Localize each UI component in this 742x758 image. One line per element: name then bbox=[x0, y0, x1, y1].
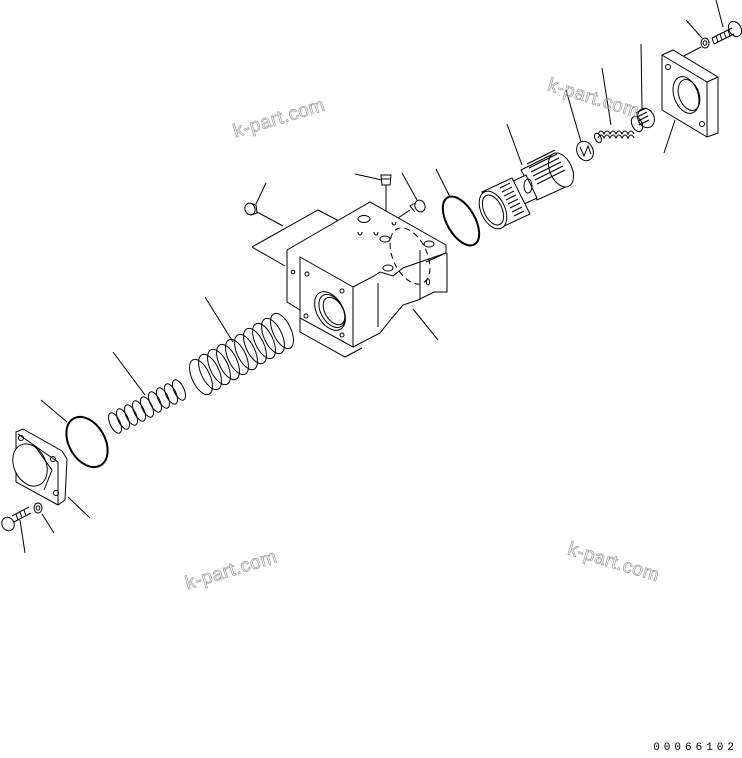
flange-cover-left bbox=[12, 428, 91, 519]
plug-top-right bbox=[391, 172, 426, 223]
spring-large bbox=[189, 296, 294, 396]
nut-right bbox=[565, 89, 594, 162]
valve-body bbox=[251, 201, 448, 358]
washer-left bbox=[33, 502, 55, 534]
flange-cover-right bbox=[661, 49, 719, 154]
o-ring-right bbox=[435, 168, 481, 247]
plug-right bbox=[630, 43, 655, 133]
piston-sleeve bbox=[478, 123, 575, 230]
spring-small-left bbox=[108, 351, 186, 434]
spring-small-right bbox=[594, 67, 635, 144]
bolt-top-right bbox=[711, 0, 742, 45]
plug-top-left bbox=[244, 182, 284, 227]
bolt-left bbox=[1, 506, 32, 554]
figure-number: 00066102 bbox=[653, 742, 738, 754]
o-ring-left bbox=[40, 399, 109, 469]
